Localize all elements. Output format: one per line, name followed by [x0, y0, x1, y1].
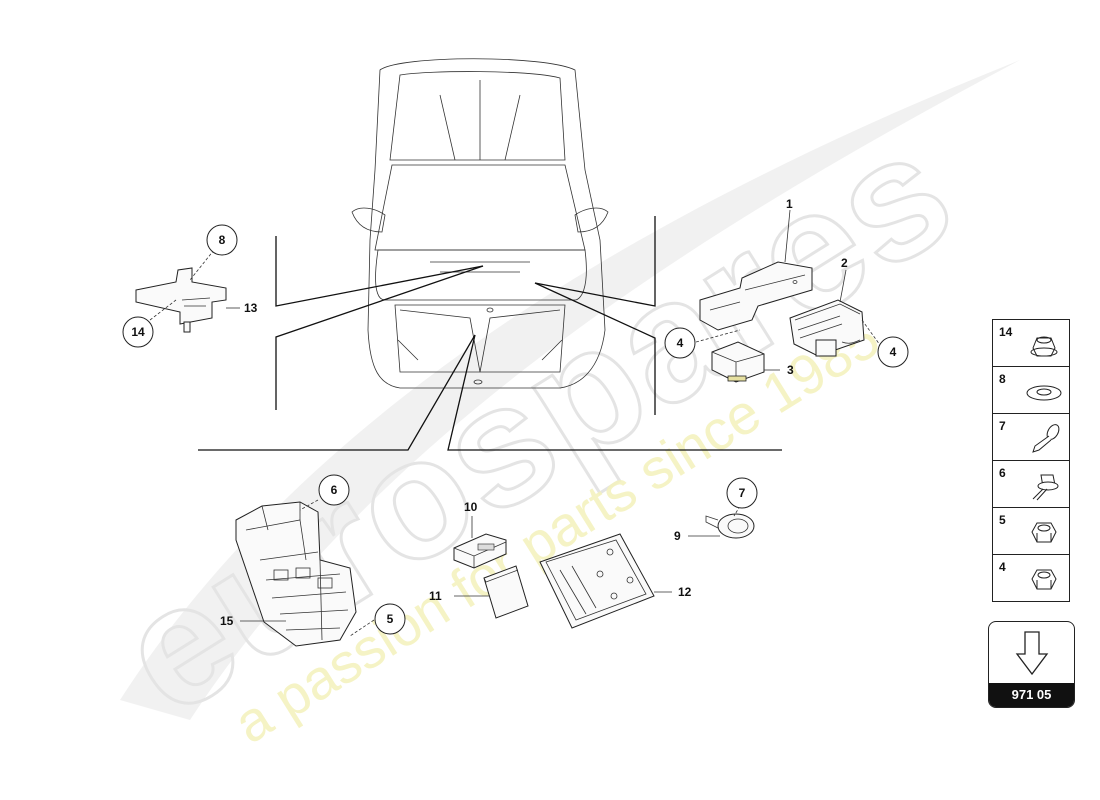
- legend-item: 14: [992, 319, 1070, 366]
- callout-12: 12: [678, 585, 692, 599]
- svg-text:7: 7: [739, 486, 746, 500]
- control-unit-2: [789, 269, 881, 357]
- callout-circle-4-left: 4: [664, 327, 696, 359]
- svg-text:4: 4: [677, 336, 684, 350]
- legend-number: 4: [999, 560, 1006, 574]
- legend-number: 8: [999, 372, 1006, 386]
- callout-9: 9: [674, 529, 681, 543]
- section-lines: [198, 216, 782, 451]
- hex-nut-icon: [1031, 522, 1057, 543]
- hardware-legend: 14 8 7 6 5: [992, 319, 1070, 602]
- fuse-box-15: [235, 499, 375, 647]
- callout-circle-14: 14: [122, 316, 154, 348]
- callout-circle-7: 7: [726, 477, 758, 509]
- svg-text:8: 8: [219, 233, 226, 247]
- sensor-bracket-13: [135, 249, 240, 333]
- flange-bolt-icon: [1032, 474, 1059, 501]
- legend-number: 5: [999, 513, 1006, 527]
- callout-2: 2: [841, 256, 848, 270]
- module-10: [453, 516, 507, 569]
- callout-circle-6: 6: [318, 474, 350, 506]
- callout-11: 11: [429, 589, 442, 603]
- reference-code: 971 05: [989, 683, 1074, 707]
- tray-12: [539, 533, 672, 629]
- callout-15: 15: [220, 614, 234, 628]
- control-unit-3: [695, 329, 780, 383]
- legend-item: 7: [992, 413, 1070, 460]
- legend-number: 6: [999, 466, 1006, 480]
- svg-text:4: 4: [890, 345, 897, 359]
- washer-icon: [1026, 385, 1062, 401]
- buzzer-9: [688, 505, 755, 539]
- callout-circle-5: 5: [374, 603, 406, 635]
- bracket-1: [699, 209, 813, 331]
- push-rivet-icon: [1032, 424, 1060, 453]
- legend-item: 6: [992, 460, 1070, 507]
- svg-text:6: 6: [331, 483, 338, 497]
- down-arrow-icon: [1015, 631, 1049, 676]
- svg-text:14: 14: [131, 325, 145, 339]
- callout-1: 1: [786, 197, 793, 211]
- callout-circle-4-right: 4: [877, 336, 909, 368]
- legend-item: 4: [992, 554, 1070, 602]
- card-11: [454, 565, 529, 619]
- hex-nut-icon: [1031, 569, 1057, 590]
- callout-circle-8: 8: [206, 224, 238, 256]
- callout-13: 13: [244, 301, 258, 315]
- callout-10: 10: [464, 500, 478, 514]
- legend-number: 7: [999, 419, 1006, 433]
- svg-text:5: 5: [387, 612, 394, 626]
- car-top-view: [351, 58, 609, 389]
- legend-item: 5: [992, 507, 1070, 554]
- callout-3: 3: [787, 363, 794, 377]
- reference-box[interactable]: 971 05: [988, 621, 1075, 708]
- flange-nut-icon: [1030, 336, 1058, 357]
- legend-number: 14: [999, 325, 1013, 339]
- legend-item: 8: [992, 366, 1070, 413]
